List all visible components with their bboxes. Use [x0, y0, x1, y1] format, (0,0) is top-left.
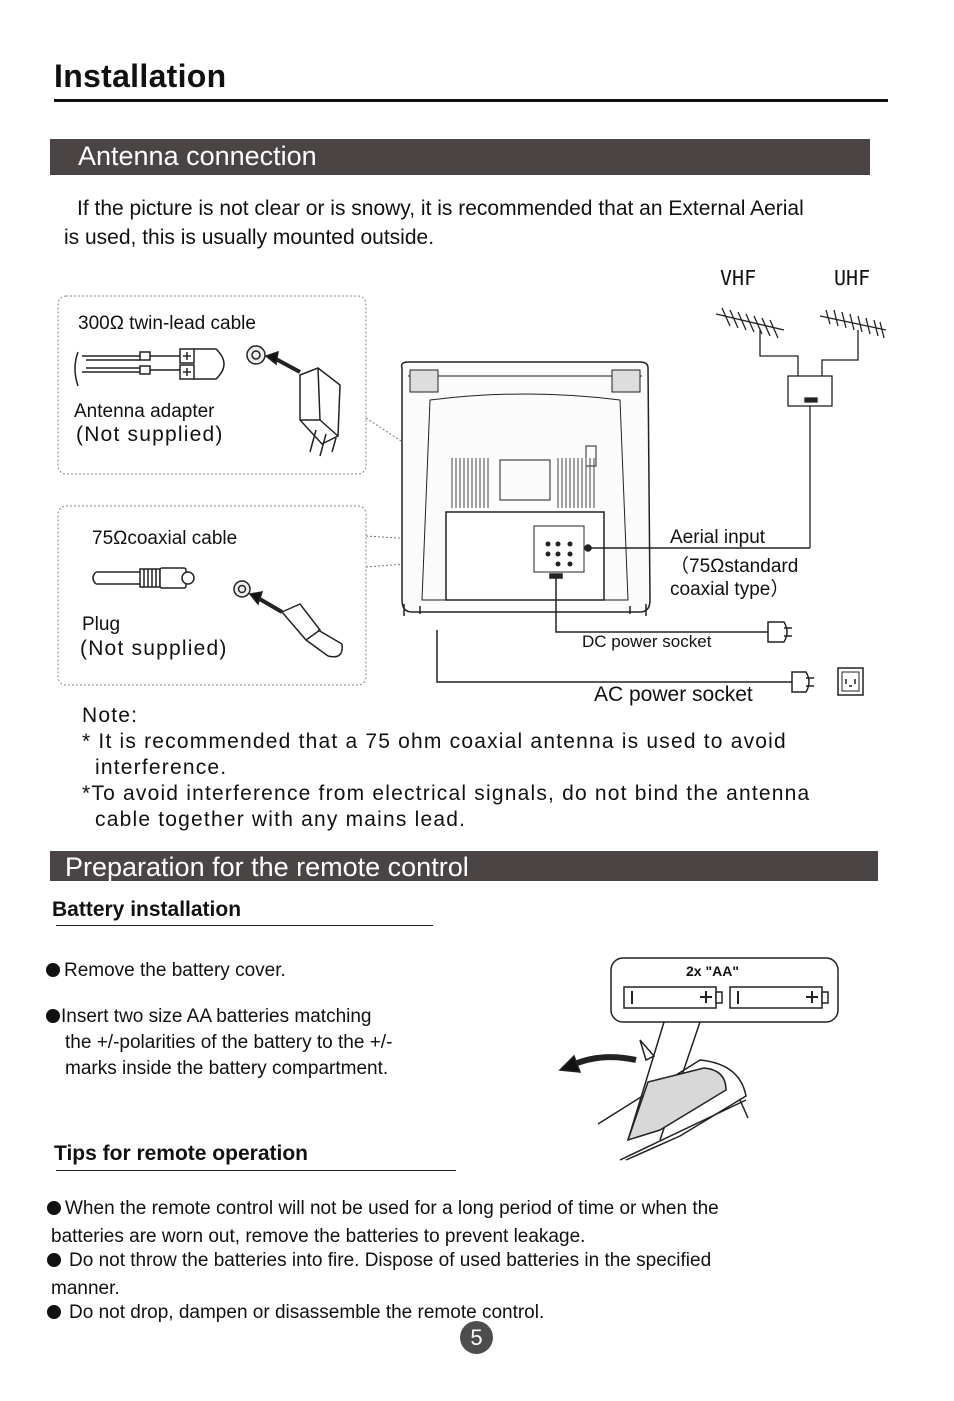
note2-line2: cable together with any mains lead. [95, 808, 467, 831]
tip1-line1: When the remote control will not be used… [47, 1196, 719, 1222]
battery-step2-text: Insert two size AA batteries matching [61, 1006, 372, 1027]
tip1-text: When the remote control will not be used… [65, 1198, 719, 1219]
twin-lead-cable-icon [74, 348, 225, 387]
antenna-section-heading: Antenna connection [50, 139, 870, 175]
dc-power-line [555, 576, 768, 633]
battery-installation-heading: Battery installation [52, 898, 242, 921]
coaxial-cable-icon [92, 567, 195, 589]
plug-icon [233, 580, 343, 658]
antenna-intro-line1: If the picture is not clear or is snowy,… [77, 197, 804, 220]
bullet-icon [46, 963, 60, 977]
bullet-icon [47, 1305, 61, 1319]
plug-not-supplied-label: (Not supplied) [80, 637, 228, 660]
page-number: 5 [460, 1321, 493, 1354]
adapter-not-supplied-label: (Not supplied) [76, 423, 224, 446]
uhf-label: UHF [834, 266, 871, 290]
tip2-text: Do not throw the batteries into fire. Di… [69, 1250, 712, 1271]
tip3-text: Do not drop, dampen or disassemble the r… [69, 1302, 545, 1323]
battery-step2-line2: the +/-polarities of the battery to the … [65, 1032, 393, 1053]
tip1-line2: batteries are worn out, remove the batte… [51, 1226, 586, 1247]
bullet-icon [46, 1009, 60, 1023]
remote-section-heading: Preparation for the remote control [50, 851, 878, 882]
coaxial-cable-label: 75Ωcoaxial cable [92, 528, 238, 549]
vhf-label: VHF [720, 266, 757, 290]
title-underline [54, 99, 888, 102]
dc-power-socket-label: DC power socket [582, 632, 712, 651]
wall-outlet-icon [837, 667, 864, 696]
plug-label: Plug [82, 614, 121, 635]
tip2-line1: Do not throw the batteries into fire. Di… [47, 1248, 711, 1274]
battery-heading-underline [56, 925, 433, 926]
note-title: Note: [82, 704, 139, 727]
note2-line1: *To avoid interference from electrical s… [82, 782, 811, 805]
adapter-detail-box [57, 295, 367, 475]
battery-step2-line3: marks inside the battery compartment. [65, 1058, 389, 1079]
plug-detail-box [57, 505, 367, 686]
antenna-adapter-label: Antenna adapter [74, 401, 215, 422]
tips-heading-underline [56, 1170, 456, 1171]
bullet-icon [47, 1201, 61, 1215]
page-title: Installation [54, 58, 227, 94]
tip3: Do not drop, dampen or disassemble the r… [47, 1300, 544, 1326]
battery-step1-text: Remove the battery cover. [64, 960, 286, 981]
antenna-adapter-icon [246, 345, 341, 457]
battery-step1: Remove the battery cover. [46, 958, 286, 984]
tips-heading: Tips for remote operation [54, 1142, 308, 1165]
aerial-input-label: Aerial input [670, 527, 766, 548]
note1-line2: interference. [95, 756, 228, 779]
ac-power-line [436, 630, 792, 683]
battery-step2-line1: Insert two size AA batteries matching [46, 1004, 372, 1030]
outdoor-antenna-icon [715, 307, 887, 548]
twin-lead-cable-label: 300Ω twin-lead cable [78, 313, 256, 334]
dc-plug-icon [767, 621, 792, 643]
ac-power-socket-label: AC power socket [594, 683, 753, 706]
ac-plug-icon [791, 671, 814, 693]
tv-rear-panel [400, 361, 651, 616]
battery-callout-label: 2x "AA" [686, 963, 739, 979]
note1-line1: * It is recommended that a 75 ohm coaxia… [82, 730, 787, 753]
antenna-intro-line2: is used, this is usually mounted outside… [64, 226, 435, 249]
remote-control-icon [558, 1021, 749, 1161]
tip2-line2: manner. [51, 1278, 120, 1299]
aerial-input-type: coaxial type） [670, 579, 790, 600]
aerial-input-spec: （75Ωstandard [670, 556, 799, 577]
battery-callout [610, 957, 839, 1023]
bullet-icon [47, 1253, 61, 1267]
